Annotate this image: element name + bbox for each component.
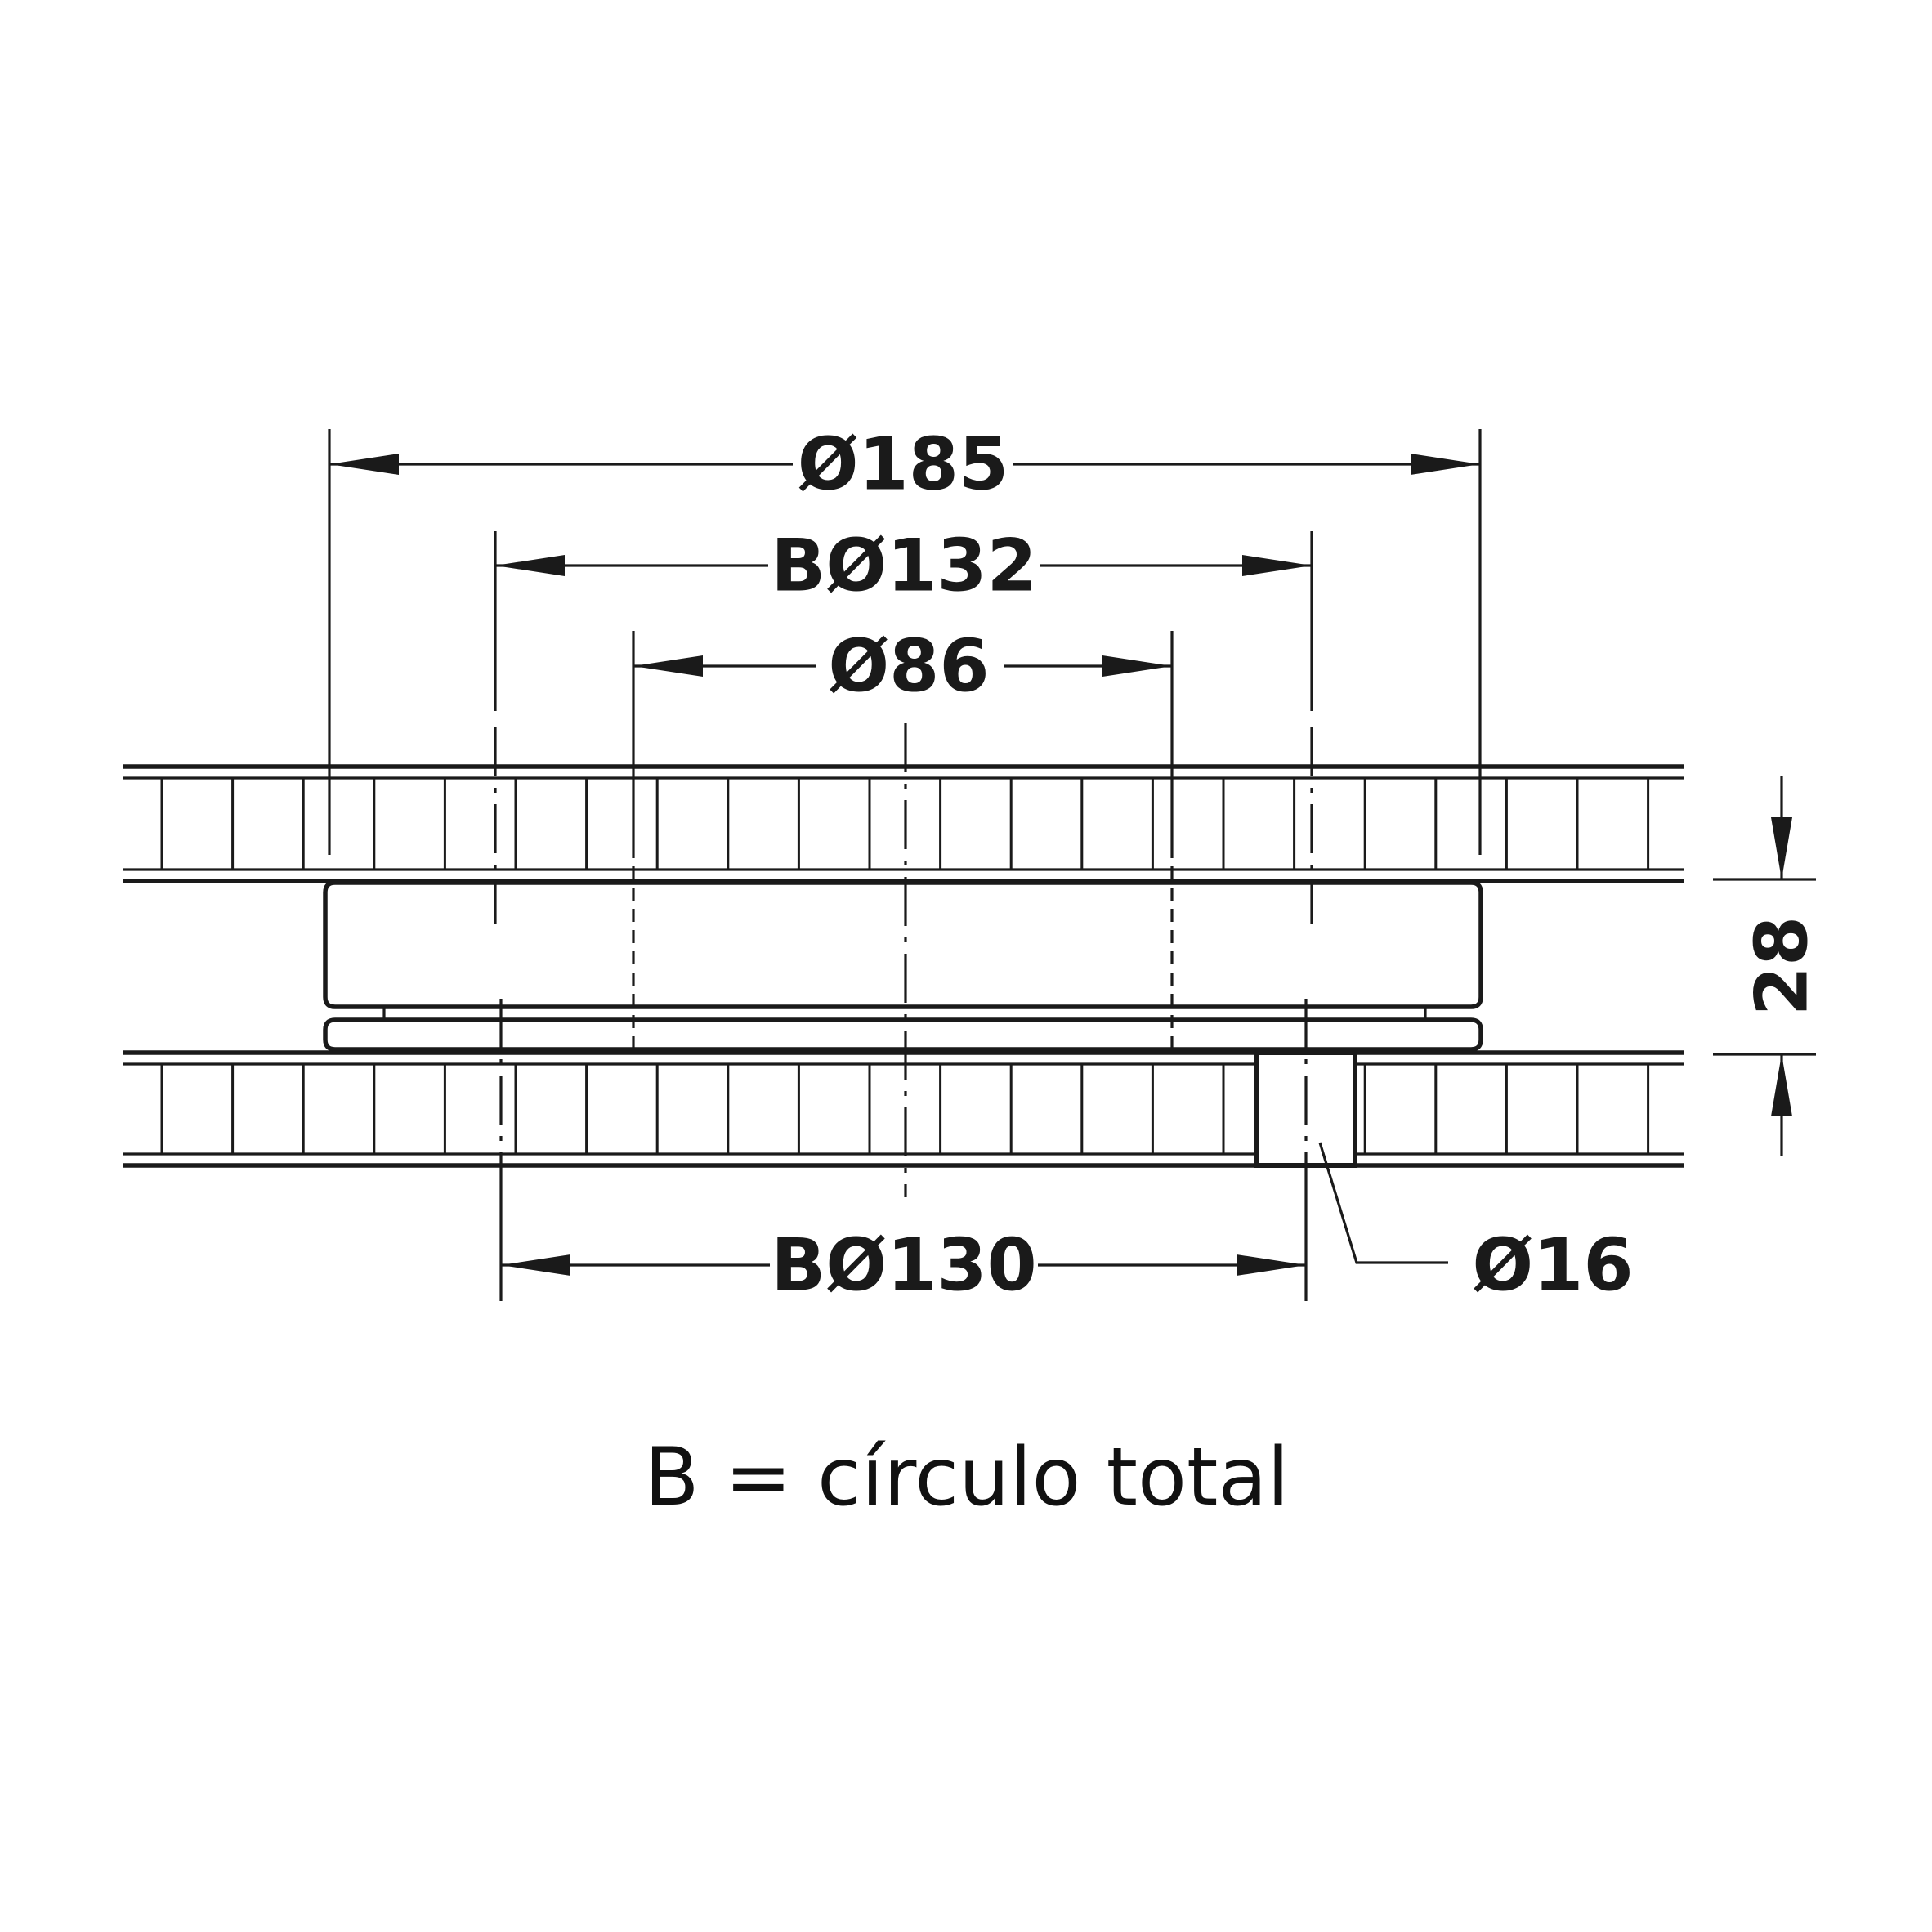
overall-diameter-label: Ø185 [798, 423, 1009, 507]
extension-lines [328, 429, 1482, 1301]
height-label: 28 [1740, 916, 1824, 1016]
inner-diameter-label: Ø86 [828, 624, 989, 709]
turntable-body [323, 880, 1483, 1052]
dimension-bolt-circle-lower: BØ130 [501, 1223, 1306, 1308]
dimension-inner-diameter: Ø86 [633, 624, 1172, 709]
upper-panel-cells [160, 778, 1650, 870]
hole-diameter-label: Ø16 [1472, 1223, 1633, 1308]
upper-panel [123, 764, 1684, 883]
center-lines [494, 723, 1313, 1197]
lower-panel-cells [160, 1064, 1650, 1154]
dimension-height: 28 [1713, 776, 1824, 1156]
dimension-overall-diameter: Ø185 [329, 423, 1480, 507]
dimension-hole-diameter: Ø16 [1318, 1142, 1634, 1308]
dimension-bolt-circle-upper: BØ132 [495, 524, 1312, 608]
caption: B = círculo total [644, 1431, 1289, 1524]
bolt-circle-lower-label: BØ130 [771, 1223, 1037, 1308]
lower-panel [123, 1050, 1684, 1168]
bolt-circle-upper-label: BØ132 [771, 524, 1037, 608]
